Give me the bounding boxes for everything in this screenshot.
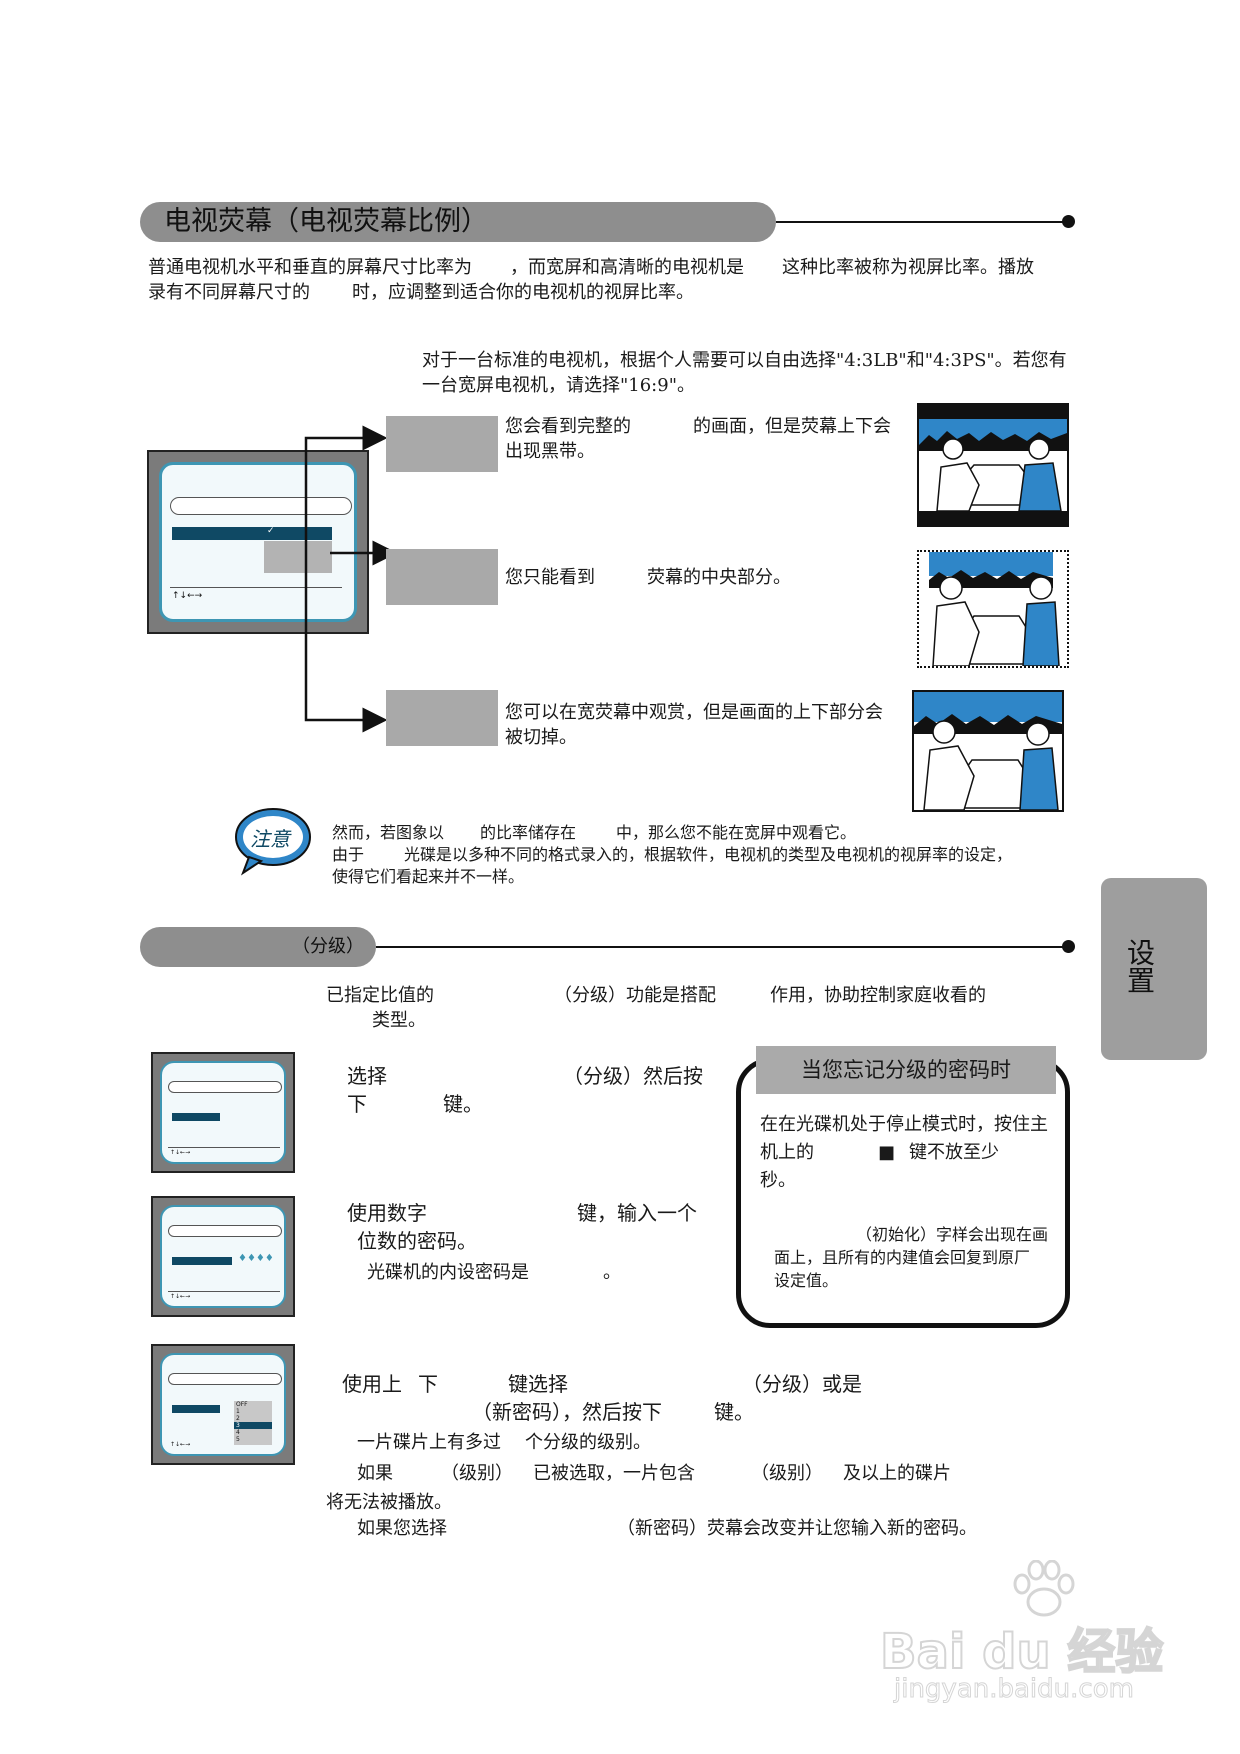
forgot-line-5: 面上，且所有的内建值会回复到原厂 bbox=[774, 1248, 1031, 1267]
watermark-brand: Bai du 经验 bbox=[879, 1623, 1164, 1681]
step3-line-1: 使用上下键选择（分级）或是 bbox=[342, 1372, 862, 1396]
step1-line-1: 选择（分级）然后按 bbox=[347, 1064, 703, 1088]
level-menu-bar[interactable] bbox=[172, 1405, 220, 1413]
side-tab-label: 设置 bbox=[1123, 938, 1156, 994]
section2-title-text: （分级） bbox=[292, 936, 364, 957]
level-option[interactable]: 2 bbox=[236, 1415, 240, 1422]
menu-footer-rule bbox=[170, 587, 342, 588]
level-option[interactable]: 1 bbox=[236, 1408, 240, 1415]
option-label-4-3lb bbox=[386, 416, 498, 472]
tv-screen-rating-step1: ↑↓←→ bbox=[151, 1052, 295, 1173]
forgot-line-2: 机上的■键不放至少 bbox=[760, 1142, 1000, 1163]
nav-arrows-icon: ↑↓←→ bbox=[172, 591, 203, 601]
nav-arrows-icon: ↑↓←→ bbox=[170, 1441, 191, 1448]
section-title-text: 电视荧幕（电视荧幕比例） bbox=[164, 206, 488, 237]
rating-menu-bar[interactable] bbox=[172, 1113, 220, 1121]
note-line-3: 使得它们看起来并不一样。 bbox=[332, 867, 525, 886]
step2-line-1: 使用数字键，输入一个 bbox=[347, 1201, 697, 1225]
note-badge-label: 注意 bbox=[250, 827, 290, 851]
intro-line-1: 普通电视机水平和垂直的屏幕尺寸比率为，而宽屏和高清晰的电视机是这种比率被称为视屏… bbox=[148, 257, 1034, 278]
menu-footer-rule bbox=[168, 1147, 280, 1148]
password-dots: ♦♦♦♦ bbox=[238, 1253, 274, 1264]
section2-rule-dot bbox=[1062, 940, 1075, 953]
menu-title-field bbox=[168, 1373, 282, 1385]
step3-line-2: （新密码），然后按下键。 bbox=[472, 1400, 754, 1424]
menu-frame: ♦♦♦♦ ↑↓←→ bbox=[160, 1205, 286, 1308]
option2-desc-line1: 您只能看到荧幕的中央部分。 bbox=[505, 567, 791, 588]
menu-title-field bbox=[168, 1081, 282, 1093]
forgot-password-title: 当您忘记分级的密码时 bbox=[756, 1046, 1056, 1094]
section2-rule bbox=[376, 946, 1068, 948]
section-rule bbox=[776, 221, 1068, 223]
illustration-wide bbox=[912, 690, 1064, 812]
step3-line-5: 将无法被播放。 bbox=[326, 1492, 452, 1513]
option3-desc-line2: 被切掉。 bbox=[505, 727, 577, 748]
level-option[interactable]: 5 bbox=[236, 1436, 240, 1443]
level-option-selected[interactable]: 3 bbox=[234, 1422, 272, 1429]
forgot-line-1: 在在光碟机处于停止模式时，按住主 bbox=[760, 1114, 1048, 1135]
side-tab-settings[interactable]: 设置 bbox=[1101, 878, 1207, 1060]
option-label-16-9 bbox=[386, 690, 498, 746]
note-badge-icon: 注意 bbox=[233, 805, 313, 877]
forgot-line-4: （初始化）字样会出现在画 bbox=[856, 1225, 1049, 1244]
section-title-tv-aspect: 电视荧幕（电视荧幕比例） bbox=[140, 202, 776, 242]
level-option[interactable]: 4 bbox=[236, 1429, 240, 1436]
menu-footer-rule bbox=[168, 1291, 280, 1292]
forgot-line-6: 设定值。 bbox=[774, 1271, 839, 1290]
tv-screen-rating-step3: OFF 1 2 3 4 5 ↑↓←→ bbox=[151, 1344, 295, 1465]
step2-line-2: 位数的密码。 bbox=[357, 1229, 477, 1253]
section-rule-dot bbox=[1062, 215, 1075, 228]
stop-key-icon: ■ bbox=[878, 1142, 896, 1163]
forgot-password-box bbox=[736, 1058, 1070, 1328]
step1-line-2: 下键。 bbox=[347, 1092, 483, 1116]
tv-screen-rating-step2: ♦♦♦♦ ↑↓←→ bbox=[151, 1196, 295, 1317]
step3-line-3: 一片碟片上有多过个分级的级别。 bbox=[357, 1432, 651, 1453]
option1-desc-line2: 出现黑带。 bbox=[505, 441, 595, 462]
password-menu-bar[interactable] bbox=[172, 1257, 232, 1265]
illustration-letterbox bbox=[917, 403, 1069, 527]
menu-frame: OFF 1 2 3 4 5 ↑↓←→ bbox=[160, 1353, 286, 1456]
section2-intro-2: 类型。 bbox=[372, 1010, 426, 1031]
note-line-2: 由于光碟是以多种不同的格式录入的，根据软件，电视机的类型及电视机的视屏率的设定， bbox=[332, 845, 1013, 864]
level-list[interactable]: OFF 1 2 3 4 5 bbox=[234, 1401, 272, 1445]
submenu-selected-option[interactable]: ✓ bbox=[264, 526, 332, 540]
select-instruction-2: 一台宽屏电视机，请选择"16:9"。 bbox=[422, 375, 695, 396]
note-line-1: 然而，若图象以的比率储存在中，那么您不能在宽屏中观看它。 bbox=[332, 823, 857, 842]
baidu-watermark: Bai du 经验 jingyan.baidu.com bbox=[879, 1560, 1200, 1710]
step2-line-3: 光碟机的内设密码是。 bbox=[367, 1262, 621, 1283]
menu-title-field bbox=[168, 1225, 282, 1237]
watermark-url: jingyan.baidu.com bbox=[894, 1674, 1135, 1705]
select-instruction-1: 对于一台标准的电视机，根据个人需要可以自由选择"4:3LB"和"4:3PS"。若… bbox=[422, 350, 1067, 371]
step3-line-6: 如果您选择（新密码）荧幕会改变并让您输入新的密码。 bbox=[357, 1518, 977, 1539]
section2-intro-1: 已指定比值的（分级）功能是搭配作用，协助控制家庭收看的 bbox=[326, 985, 986, 1006]
check-icon: ✓ bbox=[267, 526, 275, 536]
nav-arrows-icon: ↑↓←→ bbox=[170, 1293, 191, 1300]
option-label-4-3ps bbox=[386, 549, 498, 605]
menu-selected-bar bbox=[172, 527, 267, 540]
nav-arrows-icon: ↑↓←→ bbox=[170, 1149, 191, 1156]
intro-line-2: 录有不同屏幕尺寸的时，应调整到适合你的电视机的视屏比率。 bbox=[148, 282, 694, 303]
tv-screen-aspect-menu: ✓ ↑↓←→ bbox=[147, 450, 369, 634]
step3-line-4: 如果（级别）已被选取，一片包含（级别）及以上的碟片 bbox=[357, 1463, 951, 1484]
submenu-options[interactable] bbox=[264, 541, 332, 573]
section-title-rating: （分级） bbox=[140, 927, 376, 967]
menu-frame: ✓ ↑↓←→ bbox=[159, 462, 357, 622]
option3-desc-line1: 您可以在宽荧幕中观赏，但是画面的上下部分会 bbox=[505, 702, 883, 723]
menu-frame: ↑↓←→ bbox=[160, 1061, 286, 1164]
paw-icon bbox=[1013, 1560, 1075, 1617]
level-option[interactable]: OFF bbox=[236, 1401, 248, 1408]
option1-desc-line1: 您会看到完整的的画面，但是荧幕上下会 bbox=[505, 416, 891, 437]
forgot-line-3: 秒。 bbox=[760, 1170, 796, 1191]
illustration-pan-scan bbox=[917, 550, 1069, 668]
